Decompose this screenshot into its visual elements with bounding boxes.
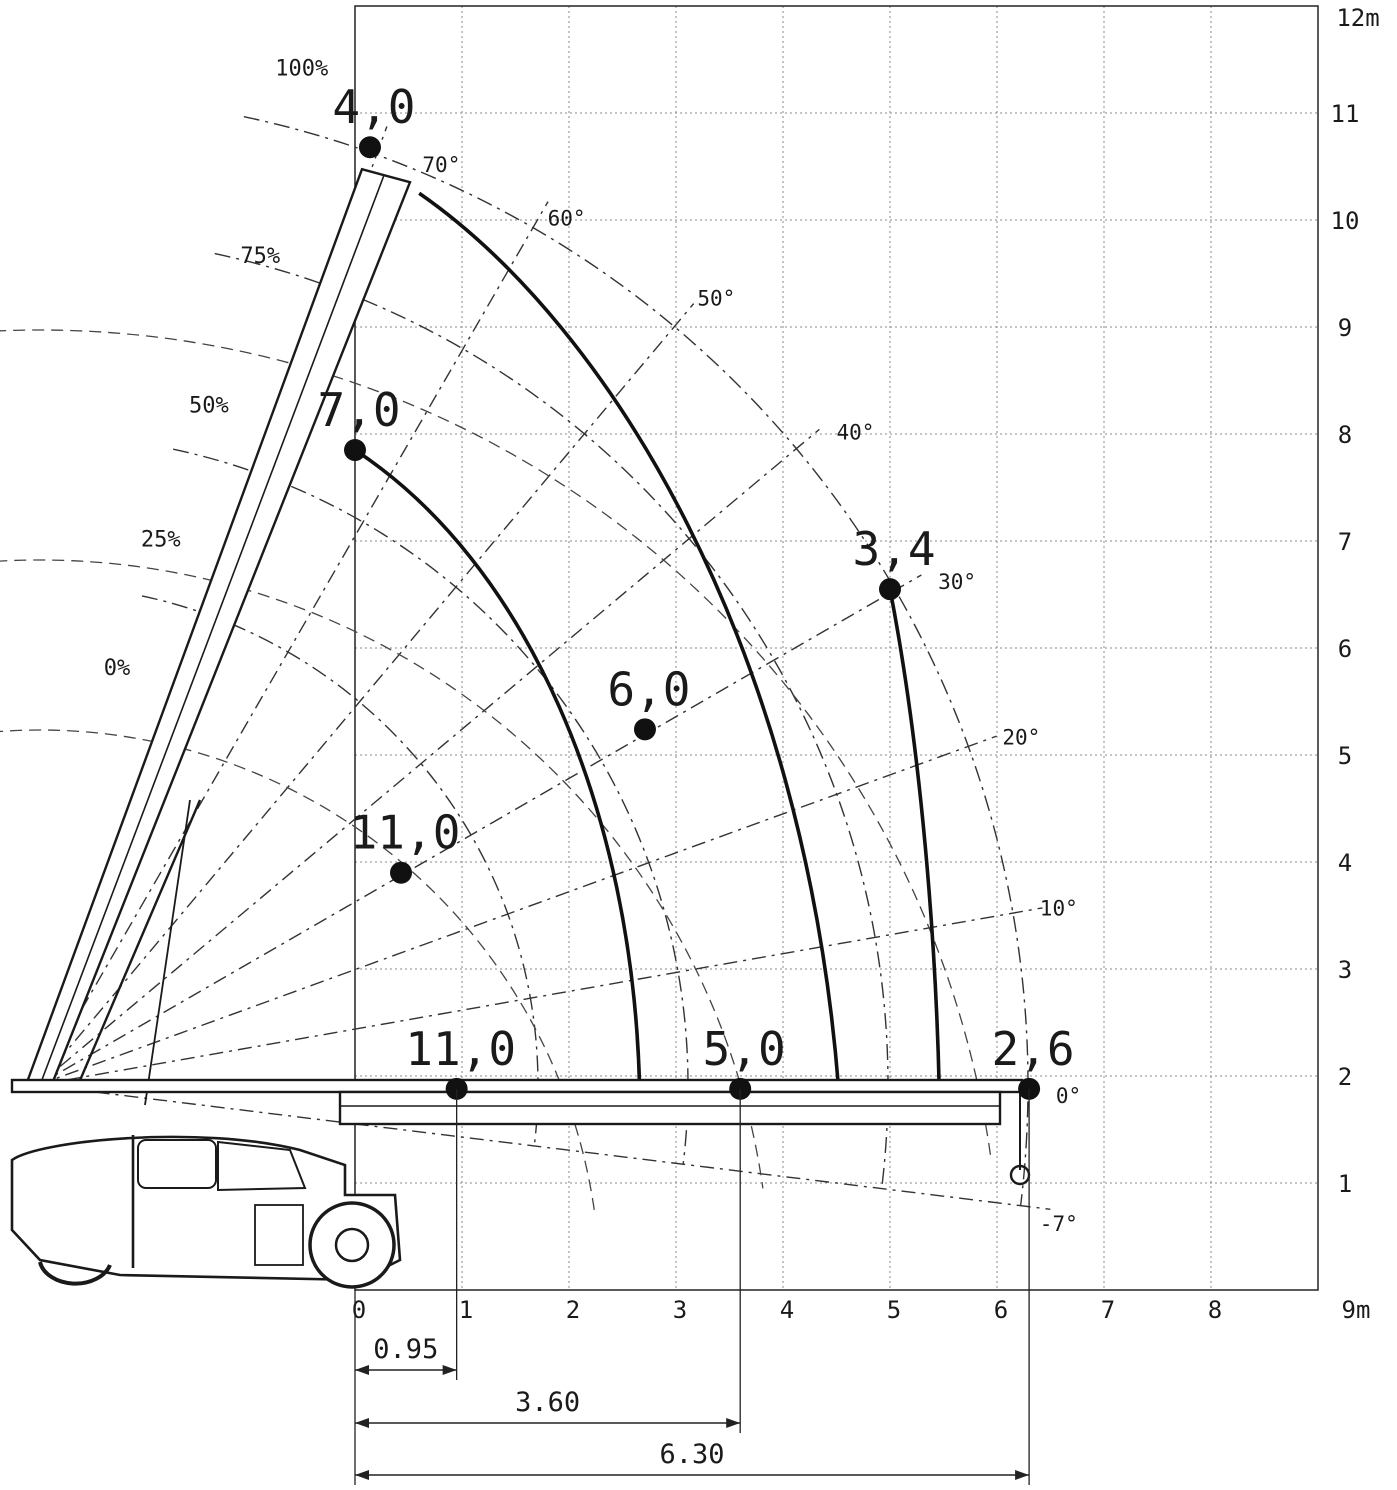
x-tick-label: 3 — [673, 1296, 687, 1324]
cab-window — [137, 1139, 217, 1189]
y-tick-label: 4 — [1338, 849, 1352, 877]
x-tick-label: 0 — [352, 1296, 366, 1324]
load-value-label: 5,0 — [703, 1022, 786, 1076]
grid — [354, 5, 1319, 1291]
load-value-label: 11,0 — [405, 1022, 516, 1076]
angle-label: 0° — [1056, 1084, 1081, 1108]
y-tick-label: 1 — [1338, 1170, 1352, 1198]
telescopic-boom-raised — [24, 167, 412, 1091]
y-tick-label: 8 — [1338, 421, 1352, 449]
extension-percent-label: 50% — [189, 394, 229, 419]
dimension-lines: 0.95 3.60 6.30 — [354, 1088, 1030, 1485]
load-value-label: 6,0 — [607, 662, 690, 716]
angle-label: 70° — [422, 153, 460, 177]
angle-ray — [37, 907, 1043, 1086]
load-point-marker — [879, 578, 901, 601]
load-curve — [418, 191, 841, 1089]
lift-cylinder — [76, 799, 202, 1086]
angle-ray — [37, 201, 549, 1086]
y-tick-label: 3 — [1338, 956, 1352, 984]
load-point-marker — [633, 718, 656, 741]
cab-window-rear — [217, 1140, 307, 1192]
extension-percent-label: 0% — [104, 656, 131, 681]
x-tick-label: 8 — [1208, 1296, 1222, 1324]
x-tick-label: 1 — [459, 1296, 473, 1324]
y-tick-label: 10 — [1331, 207, 1360, 235]
load-curve — [354, 448, 642, 1089]
extension-arc — [141, 595, 539, 1147]
y-tick-label: 6 — [1338, 635, 1352, 663]
load-zone-arc — [0, 329, 992, 1157]
y-tick-label: 9 — [1338, 314, 1352, 342]
load-point-marker — [344, 439, 366, 462]
angle-label: 60° — [548, 206, 586, 230]
boom-inner-line — [39, 174, 385, 1086]
angle-label: 10° — [1040, 897, 1078, 921]
load-value-label: 11,0 — [350, 806, 461, 860]
rear-wheel-hub — [334, 1227, 370, 1263]
x-tick-label: 6 — [994, 1296, 1008, 1324]
chart-frame — [354, 5, 1319, 1291]
dimension-arrow-left — [355, 1365, 369, 1375]
load-point-marker — [390, 861, 413, 884]
angle-label: 20° — [1002, 725, 1040, 749]
y-axis-unit: 12m — [1336, 4, 1379, 32]
load-value-label: 3,4 — [852, 522, 935, 576]
x-axis-unit: 9m — [1342, 1296, 1371, 1324]
y-tick-label: 2 — [1338, 1063, 1352, 1091]
reach-curves — [0, 115, 1051, 1213]
y-tick-label: 5 — [1338, 742, 1352, 770]
dimension-arrow-right — [442, 1365, 457, 1375]
load-value-label: 4,0 — [332, 80, 415, 134]
dimension-arrow-left — [355, 1470, 369, 1480]
load-zone-arc — [0, 729, 596, 1213]
angle-label: 50° — [697, 287, 735, 311]
dimension-label: 3.60 — [515, 1387, 580, 1418]
chassis-panel — [254, 1204, 304, 1266]
load-curve — [888, 588, 942, 1089]
load-points — [344, 136, 1041, 1100]
front-wheel — [38, 1261, 112, 1286]
extension-percent-label: 100% — [275, 57, 328, 82]
y-tick-label: 7 — [1338, 528, 1352, 556]
dimension-arrow-left — [355, 1418, 369, 1428]
extension-arc — [172, 448, 689, 1165]
lift-cylinder-rod — [144, 799, 191, 1106]
x-tick-label: 4 — [780, 1296, 794, 1324]
crane-drawing — [10, 167, 1031, 1289]
angle-label: 30° — [938, 570, 976, 594]
angle-ray — [37, 574, 922, 1086]
labels: 0 1 2 3 4 5 6 7 8 1 2 3 4 5 6 7 8 9 10 11 9m 12m 100% 75% 50% 25%… — [104, 4, 1380, 1324]
dimension-label: 0.95 — [373, 1334, 438, 1365]
angle-ray — [37, 735, 997, 1086]
extension-percent-label: 25% — [141, 527, 181, 552]
x-tick-label: 2 — [566, 1296, 580, 1324]
load-point-marker — [358, 136, 381, 159]
extension-arc — [243, 115, 1029, 1206]
extension-arc — [214, 252, 889, 1189]
extension-percent-label: 75% — [240, 244, 280, 269]
boom-horizontal-top — [10, 1078, 1024, 1094]
angle-label: 40° — [837, 420, 875, 444]
dimension-arrow-right — [726, 1418, 741, 1428]
load-value-label: 7,0 — [317, 383, 400, 437]
x-tick-label: 7 — [1101, 1296, 1115, 1324]
boom-horizontal-section — [338, 1090, 1002, 1126]
angle-label: -7° — [1040, 1212, 1078, 1236]
y-tick-label: 11 — [1331, 100, 1360, 128]
dimension-arrow-right — [1015, 1470, 1030, 1480]
load-value-label: 2,6 — [992, 1022, 1075, 1076]
x-tick-label: 5 — [887, 1296, 901, 1324]
angle-ray — [37, 1084, 1051, 1211]
load-zone-arc — [0, 559, 764, 1189]
dimension-label: 6.30 — [660, 1439, 725, 1470]
